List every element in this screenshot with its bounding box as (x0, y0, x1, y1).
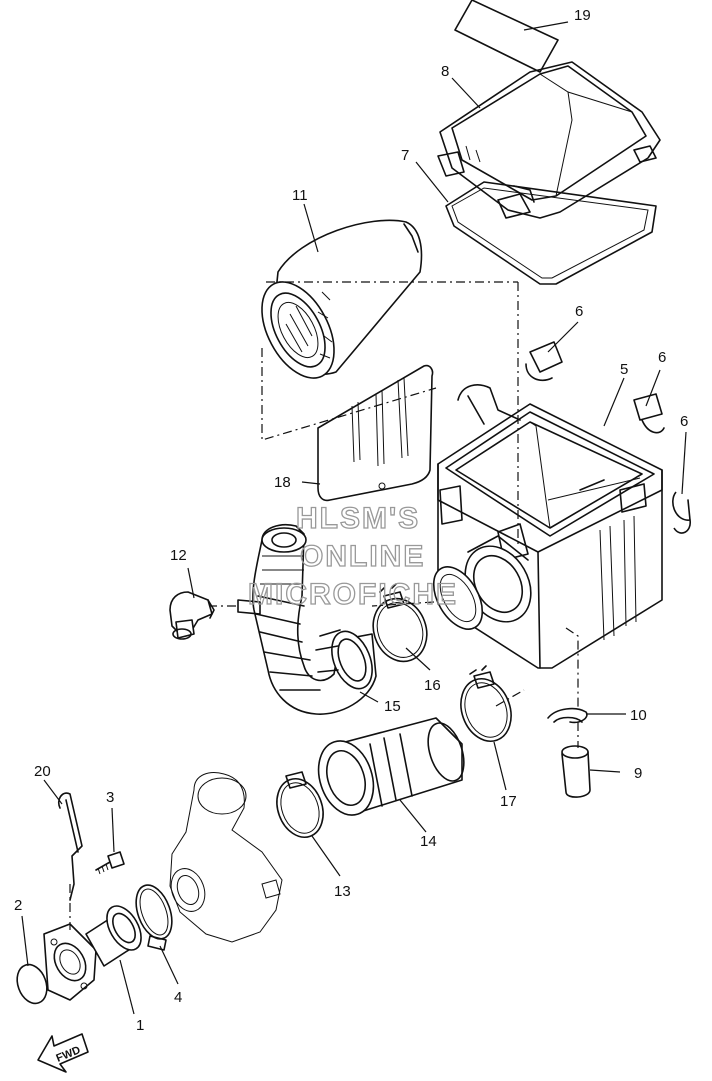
callout-2: 2 (14, 897, 22, 914)
callout-18: 18 (274, 474, 291, 491)
part-14-intake-joint (317, 717, 465, 816)
callout-19: 19 (574, 7, 591, 24)
callout-13: 13 (334, 883, 351, 900)
part-18-joint-plate (317, 364, 434, 502)
callout-labels: 19 8 7 11 6 6 5 6 18 12 16 15 10 20 9 3 … (14, 7, 688, 1034)
alignment-lines (69, 281, 579, 930)
part-4-hose-clamp (135, 884, 173, 951)
watermark-line-2: ONLINE (300, 540, 425, 573)
callout-1: 1 (136, 1017, 144, 1034)
part-11-air-filter-element (261, 219, 423, 379)
callout-4: 4 (174, 989, 182, 1006)
part-16-hose-clamp (372, 583, 428, 663)
callout-15: 15 (384, 698, 401, 715)
part-17-hose-clamp (460, 665, 512, 742)
callout-6b: 6 (658, 349, 666, 366)
callout-10: 10 (630, 707, 647, 724)
watermark-line-3: MICROFICHE (248, 578, 458, 611)
callout-9: 9 (634, 765, 642, 782)
airbox-outlet-port (432, 535, 532, 630)
part-3-bolt (95, 851, 125, 875)
part-9-drain-plug (561, 745, 591, 798)
part-8-airbox-cover (437, 61, 661, 219)
callout-12: 12 (170, 547, 187, 564)
carburetor-outline (169, 772, 283, 943)
watermark: HLSM'S ONLINE MICROFICHE (247, 501, 458, 611)
watermark-line-1: HLSM'S (296, 502, 420, 535)
callout-17: 17 (500, 793, 517, 810)
part-20-wire-clip (57, 792, 83, 901)
callout-5: 5 (620, 361, 628, 378)
part-15-intake-boot (237, 524, 377, 715)
part-1-carburetor-joint (43, 905, 142, 1001)
part-6-clip-b (633, 393, 665, 434)
part-6-clip-c (672, 491, 691, 534)
part-12-breather-elbow (169, 591, 215, 640)
leader-lines (21, 21, 687, 1015)
callout-6a: 6 (575, 303, 583, 320)
part-13-hose-clamp (276, 771, 324, 838)
fwd-direction-arrow: FWD (37, 1033, 89, 1073)
callout-16: 16 (424, 677, 441, 694)
callout-3: 3 (106, 789, 114, 806)
callout-14: 14 (420, 833, 437, 850)
part-6-clip-a (525, 341, 563, 382)
callout-20: 20 (34, 763, 51, 780)
part-19-label-sticker (454, 0, 559, 73)
callout-7: 7 (401, 147, 409, 164)
part-10-drain-clip (547, 707, 588, 724)
part-2-o-ring (16, 963, 48, 1005)
part-7-cover-gasket (445, 181, 657, 285)
callout-8: 8 (441, 63, 449, 80)
callout-11: 11 (292, 187, 308, 204)
callout-6c: 6 (680, 413, 688, 430)
